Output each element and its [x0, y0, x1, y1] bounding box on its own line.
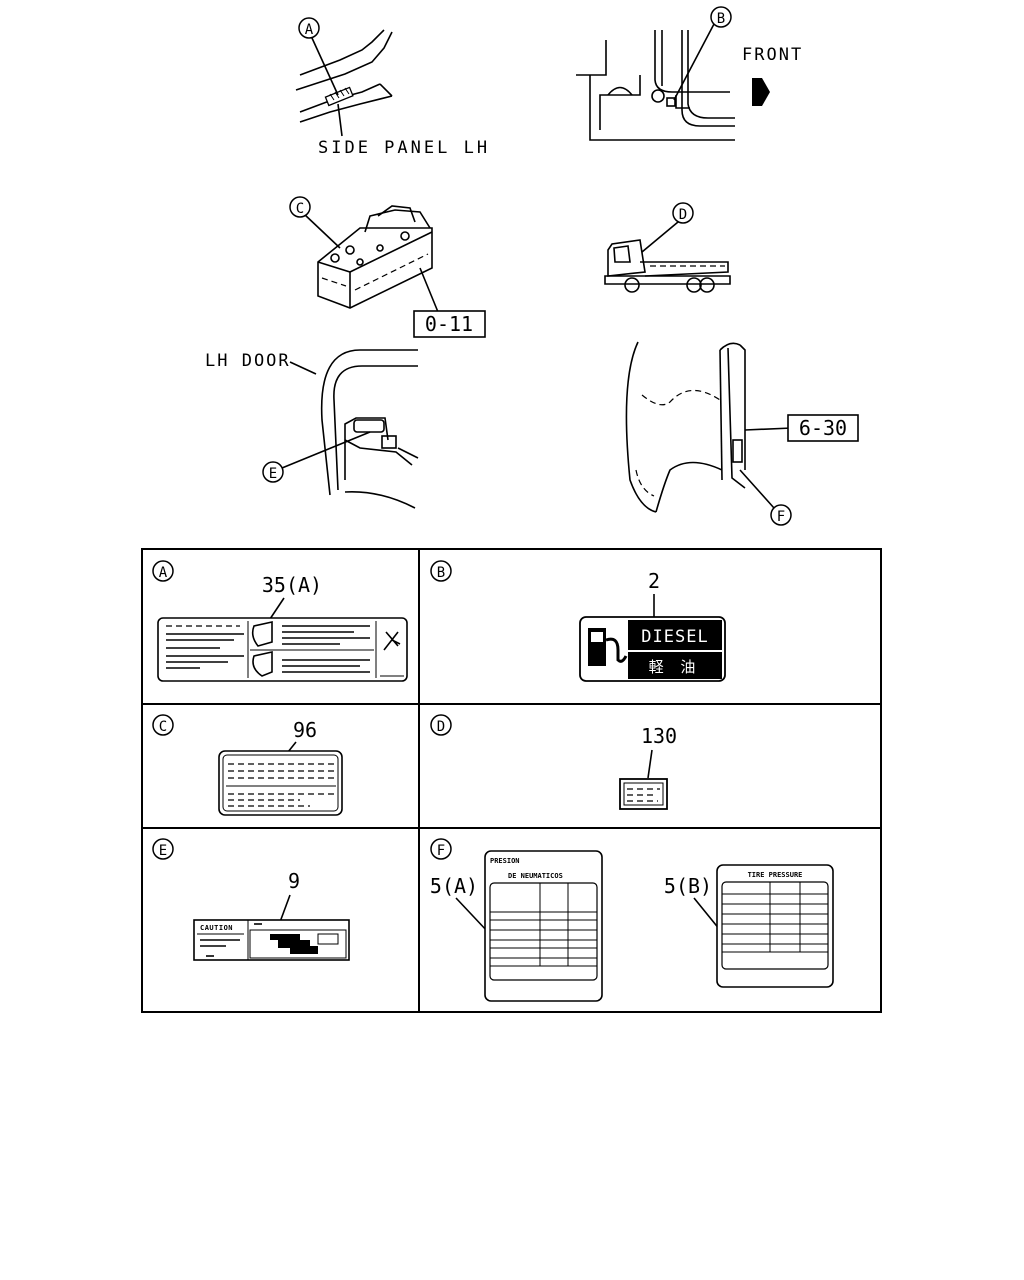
side-panel-label-decal	[324, 86, 354, 107]
side-panel-lh-label: SIDE PANEL LH	[318, 138, 490, 158]
callout-b-circle	[710, 6, 732, 28]
panel-d-letter: D	[437, 719, 445, 735]
ref-box-pillar	[787, 414, 859, 442]
front-arrow-icon	[752, 78, 770, 106]
callout-b-letter: B	[717, 11, 725, 27]
callout-d-letter: D	[679, 207, 687, 223]
panel-b: B 2 DIESEL 軽 油	[430, 560, 726, 682]
lh-door-label: LH DOOR	[205, 351, 291, 371]
panel-a-letter: A	[159, 565, 168, 581]
truck-drawing: D	[604, 202, 731, 293]
panel-b-letter: B	[437, 565, 445, 581]
panel-b-part-number: 2	[648, 569, 660, 593]
panel-f-part-number-b: 5(B)	[664, 874, 712, 898]
panel-f: F 5(A) PRESION DE NEUMATICOS 5(B) TIRE P…	[430, 838, 834, 1002]
callout-e-letter: E	[269, 466, 277, 482]
panel-d: D 130	[430, 714, 677, 810]
callout-c-letter: C	[296, 201, 304, 217]
callout-f-letter: F	[777, 509, 785, 525]
fuel-filler-drawing: B FRONT	[576, 6, 803, 141]
ref-box-battery	[413, 310, 486, 338]
pillar-drawing: 6-30 F	[625, 341, 859, 526]
diesel-label-text: DIESEL	[641, 627, 708, 647]
panel-c-part-number: 96	[293, 718, 317, 742]
panel-d-part-number: 130	[641, 724, 677, 748]
label-tire-pressure-english-drawing: TIRE PRESSURE	[716, 864, 834, 988]
lh-door-drawing: LH DOOR E	[205, 349, 419, 509]
label-130-drawing	[619, 778, 668, 810]
panel-c-letter: C	[159, 719, 167, 735]
panel-a: A 35(A)	[152, 560, 408, 682]
label-legend-table	[141, 548, 882, 1013]
callout-a-circle	[298, 17, 320, 39]
tire-pressure-spanish-line2: DE NEUMATICOS	[508, 872, 563, 880]
fuel-pump-icon	[588, 628, 628, 666]
panel-f-part-number-a: 5(A)	[430, 874, 478, 898]
callout-e-circle	[262, 461, 284, 483]
panel-f-letter: F	[437, 843, 445, 859]
label-tire-pressure-spanish-drawing: PRESION DE NEUMATICOS	[484, 850, 603, 1002]
callout-a-letter: A	[305, 22, 314, 38]
caution-label-text: CAUTION	[200, 924, 233, 932]
front-label: FRONT	[742, 45, 803, 65]
ref-box-pillar-text: 6-30	[799, 416, 847, 440]
ref-box-battery-text: 0-11	[425, 312, 473, 336]
callout-d-circle	[672, 202, 694, 224]
panel-e: E 9 CAUTION	[152, 838, 350, 961]
tire-pressure-english-title: TIRE PRESSURE	[748, 871, 803, 879]
diesel-label-subtext: 軽 油	[649, 658, 702, 676]
callout-c-circle	[289, 196, 311, 218]
side-panel-drawing: A SIDE PANEL LH	[295, 17, 490, 158]
panel-c: C 96	[152, 714, 343, 816]
panel-e-letter: E	[159, 843, 167, 859]
panel-a-part-number: 35(A)	[262, 573, 322, 597]
callout-f-circle	[770, 504, 792, 526]
label-96-drawing	[218, 750, 343, 816]
tire-pressure-spanish-line1: PRESION	[490, 857, 520, 865]
battery-drawing: C 0-11	[289, 196, 486, 338]
panel-e-part-number: 9	[288, 869, 300, 893]
